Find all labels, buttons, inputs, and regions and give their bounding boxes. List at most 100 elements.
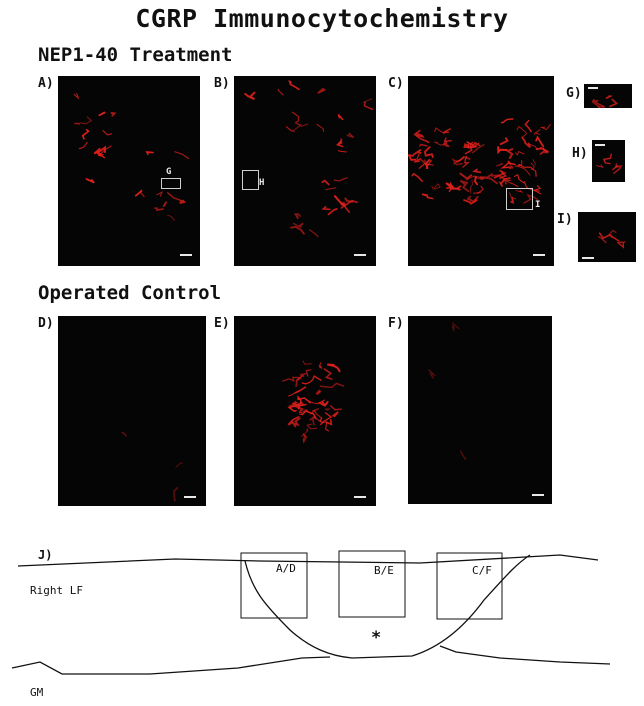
stain-fiber [516, 125, 528, 139]
stain-fiber [305, 369, 312, 377]
stain-fiber [318, 362, 323, 369]
stain-fiber [530, 162, 535, 170]
stain-fiber [510, 196, 515, 204]
stain-fiber [154, 207, 164, 212]
region-label-cf: C/F [472, 564, 492, 577]
stain-fiber [598, 236, 607, 244]
stain-fiber [483, 173, 498, 185]
stain-fiber [98, 111, 106, 117]
stain-fiber [79, 116, 93, 125]
spinal-cord-schematic [11, 550, 611, 675]
stain-fiber [139, 190, 145, 198]
stain-fiber [419, 158, 427, 165]
stain-fiber [504, 179, 519, 188]
stain-fiber [299, 409, 308, 416]
micrograph-d [58, 316, 206, 506]
scale-bar [180, 254, 192, 256]
region-box-cf [436, 552, 503, 620]
stain-fiber [297, 394, 311, 404]
stain-fiber [466, 175, 482, 181]
grey-matter-boundary-left [11, 656, 331, 675]
stain-fiber [473, 175, 479, 186]
stain-overlay [408, 118, 551, 205]
stain-fiber [451, 321, 460, 333]
stain-fiber [336, 139, 344, 148]
micrograph-a: G [58, 76, 200, 266]
stain-fiber [307, 399, 326, 405]
micrograph-c: I [408, 76, 554, 266]
stain-fiber [497, 146, 508, 155]
scale-bar [595, 144, 605, 146]
stain-fiber [78, 141, 88, 150]
stain-fiber [505, 148, 514, 159]
stain-fiber [167, 214, 175, 221]
scale-bar [588, 87, 598, 89]
stain-fiber [591, 98, 601, 108]
stain-fiber [445, 182, 461, 191]
stain-fiber [73, 93, 80, 100]
stain-fiber [319, 412, 333, 426]
stain-fiber [408, 154, 417, 161]
inset-micrograph-h [592, 140, 625, 182]
section-title-treatment: NEP1-40 Treatment [38, 44, 233, 66]
stain-overlay [73, 93, 190, 221]
stain-fiber [515, 189, 523, 193]
dorsal-boundary [17, 554, 599, 567]
stain-fiber [293, 213, 302, 220]
stain-fiber [493, 172, 504, 179]
panel-label-a: A) [38, 76, 54, 91]
stain-fiber [162, 201, 167, 208]
stain-fiber [528, 143, 538, 151]
stain-fiber [535, 135, 545, 148]
stain-fiber [333, 177, 348, 182]
stain-fiber [290, 225, 305, 235]
stain-fiber [321, 206, 331, 211]
stain-fiber [605, 95, 613, 99]
inset-box-g [161, 178, 181, 189]
scale-bar [582, 257, 594, 259]
stain-fiber [459, 450, 467, 460]
stain-fiber [312, 375, 322, 381]
stain-fiber [442, 140, 450, 148]
stain-fiber [514, 150, 525, 156]
stain-fiber [179, 199, 186, 204]
stain-overlay [598, 229, 626, 249]
inset-letter-g: G [166, 167, 172, 177]
stain-fiber [524, 120, 532, 133]
figure-title: CGRP Immunocytochemistry [135, 4, 509, 33]
stain-fiber [309, 414, 316, 426]
stain-fiber [423, 146, 434, 159]
stain-fiber [434, 127, 446, 135]
inset-micrograph-g [584, 84, 632, 108]
panel-label-i: I) [557, 212, 573, 227]
stain-fiber [500, 162, 516, 169]
stain-fiber [167, 192, 182, 202]
stain-fiber [450, 181, 462, 190]
stain-fiber [362, 98, 373, 103]
scale-bar [532, 494, 544, 496]
stain-fiber [413, 148, 422, 156]
stain-overlay [282, 360, 345, 444]
stain-fiber [175, 461, 183, 468]
stain-fiber [333, 195, 346, 207]
stain-fiber [592, 100, 606, 108]
stain-fiber [145, 151, 154, 155]
micrograph-f [408, 316, 552, 504]
lesion-outline [11, 554, 611, 675]
scale-bar [354, 496, 366, 498]
stain-fiber [306, 423, 318, 430]
stain-fiber [277, 88, 284, 96]
stain-fiber [287, 405, 297, 413]
stain-fiber [292, 222, 304, 229]
stain-fiber [508, 165, 514, 170]
stain-fiber [81, 128, 90, 140]
stain-fiber [288, 390, 300, 397]
stain-fiber [340, 199, 358, 209]
stain-fiber [299, 398, 304, 406]
stain-fiber [518, 163, 537, 177]
stain-fiber [419, 143, 428, 147]
stain-fiber [327, 363, 341, 373]
inset-box-h [242, 170, 259, 190]
stain-fiber [471, 141, 481, 148]
stain-fiber [608, 229, 617, 239]
